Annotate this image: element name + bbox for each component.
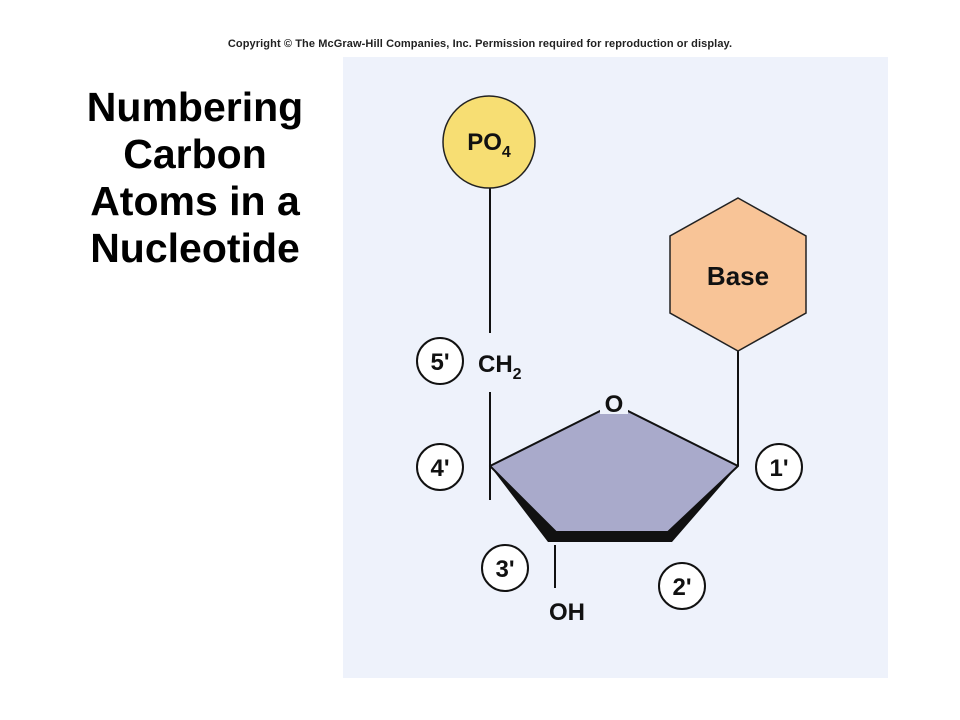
oxygen-label-bg (600, 388, 628, 414)
carbon-4-marker: 4' (416, 443, 464, 491)
ch2-label-sub: 2 (513, 366, 522, 383)
base-label: Base (707, 261, 769, 291)
carbon-5-label: 5' (430, 349, 449, 376)
carbon-1-label: 1' (769, 455, 788, 482)
carbon-3-label: 3' (495, 556, 514, 583)
title-line-3: Atoms in a (90, 178, 300, 224)
title-line-2: Carbon (123, 131, 267, 177)
phosphate-label-sub: 4 (502, 144, 511, 161)
hydroxyl-label: OH (549, 599, 585, 626)
phosphate-circle (442, 95, 536, 189)
phosphate-label-main: PO (467, 129, 502, 156)
carbon-3-marker: 3' (481, 544, 529, 592)
carbon-1-marker: 1' (755, 443, 803, 491)
page-title: Numbering Carbon Atoms in a Nucleotide (40, 84, 350, 272)
title-line-1: Numbering (86, 84, 304, 130)
base-hexagon (669, 197, 807, 352)
carbon-2-label: 2' (672, 574, 691, 601)
carbon-5-marker: 5' (416, 337, 464, 385)
carbon-4-label: 4' (430, 455, 449, 482)
ch2-label: CH2 (478, 351, 522, 383)
sugar-ring (489, 403, 739, 533)
ring-oxygen-label: O (605, 391, 624, 418)
carbon-2-marker: 2' (658, 562, 706, 610)
copyright-notice: Copyright © The McGraw-Hill Companies, I… (227, 38, 733, 50)
ch2-label-main: CH (478, 351, 513, 378)
title-line-4: Nucleotide (90, 225, 300, 271)
phosphate-label: PO4 (467, 129, 511, 161)
